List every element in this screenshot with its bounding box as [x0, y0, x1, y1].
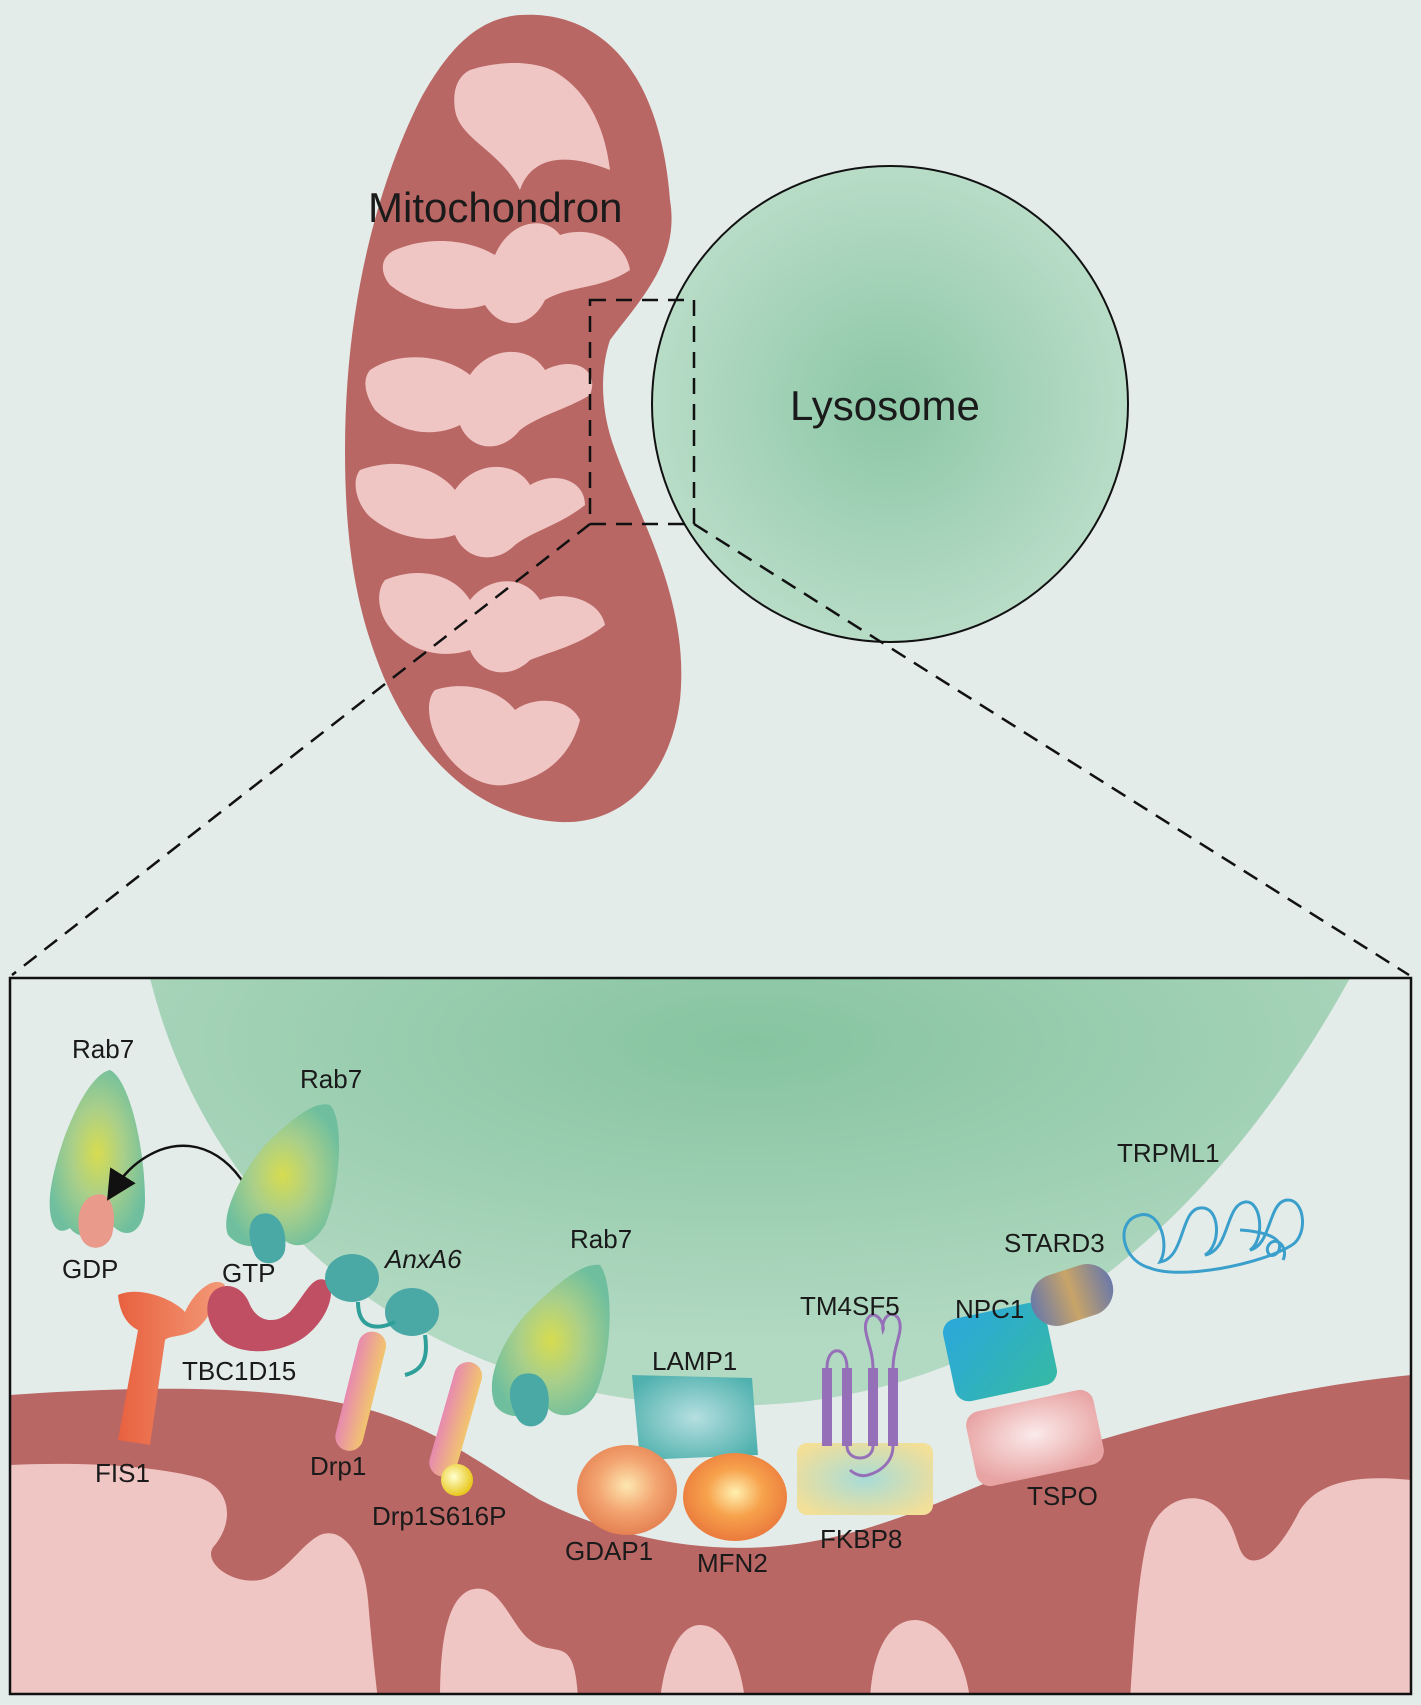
tm4sf5-protein: TM4SF5 [800, 1291, 902, 1478]
inset-border [8, 976, 1413, 1696]
npc1-shape [943, 1302, 1057, 1402]
rab7-gdp-label: Rab7 [72, 1034, 134, 1064]
gdap1-shape [577, 1445, 677, 1535]
gtp-to-gdp-arrow [107, 1144, 260, 1214]
lamp1-label: LAMP1 [652, 1346, 737, 1376]
drp1s616p-protein: Drp1S616P [372, 1361, 506, 1531]
anxa6-domain-1 [325, 1254, 379, 1302]
lysosome-circle [651, 165, 1129, 643]
gdp-ball [78, 1194, 115, 1248]
mitochondron-label: Mitochondron [368, 184, 622, 231]
rab7-gtp-label: Rab7 [300, 1064, 362, 1094]
zoom-line-right [693, 522, 1410, 977]
anxa6-label: AnxA6 [383, 1244, 462, 1274]
fis1-protein: FIS1 [95, 1281, 225, 1488]
tm4sf5-helix-4 [888, 1368, 898, 1446]
fkbp8-shape [797, 1443, 933, 1515]
gdap1-protein: GDAP1 [565, 1445, 677, 1566]
tbc1d15-label: TBC1D15 [182, 1356, 296, 1386]
tspo-shape [966, 1389, 1104, 1487]
rab7-center-gtp [509, 1373, 549, 1427]
anxa6-linker [356, 1301, 428, 1377]
tspo-label: TSPO [1027, 1481, 1098, 1511]
trpml1-helices [1122, 1198, 1305, 1274]
trpml1-tail [1239, 1228, 1287, 1261]
mfn2-label: MFN2 [697, 1548, 768, 1578]
zoom-indicator [11, 298, 1410, 977]
anxa6-domain-2 [385, 1288, 439, 1336]
mfn2-shape [683, 1453, 787, 1541]
drp1-protein: Drp1 [310, 1331, 387, 1481]
tm4sf5-helix-3 [868, 1368, 878, 1446]
gtp-label: GTP [222, 1258, 275, 1288]
stard3-protein: STARD3 [1004, 1228, 1114, 1326]
tbc1d15-protein: TBC1D15 [182, 1279, 331, 1386]
inset-cristae [10, 1463, 1411, 1694]
trpml1-protein: TRPML1 [1117, 1138, 1305, 1274]
fkbp8-label: FKBP8 [820, 1524, 902, 1554]
fkbp8-protein: FKBP8 [797, 1443, 933, 1554]
trpml1-label: TRPML1 [1117, 1138, 1220, 1168]
lysosome: Lysosome [651, 165, 1129, 643]
fis1-shape [118, 1281, 225, 1445]
stard3-label: STARD3 [1004, 1228, 1105, 1258]
lysosome-label: Lysosome [790, 382, 980, 429]
drp1-label: Drp1 [310, 1451, 366, 1481]
tbc1d15-shape [207, 1279, 331, 1352]
tm4sf5-helix-1 [822, 1368, 832, 1446]
gdp-label: GDP [62, 1254, 118, 1284]
stard3-shape [1030, 1264, 1114, 1326]
rab7-gtp-protein: Rab7 GTP [222, 1064, 362, 1288]
tm4sf5-label: TM4SF5 [800, 1291, 900, 1321]
rab7-center-label: Rab7 [570, 1224, 632, 1254]
inset-panel: Rab7 GDP Rab7 GTP FIS1 TBC1D15 AnxA6 [8, 976, 1413, 1696]
npc1-label: NPC1 [955, 1294, 1024, 1324]
drp1s616p-label: Drp1S616P [372, 1501, 506, 1531]
phospho-site [441, 1464, 473, 1496]
rab7-center-protein: Rab7 [491, 1224, 632, 1427]
lamp1-shape [632, 1375, 758, 1460]
fis1-label: FIS1 [95, 1458, 150, 1488]
zoom-line-left [11, 523, 591, 976]
tm4sf5-helix-2 [842, 1368, 852, 1446]
rab7-gtp-shape [226, 1104, 340, 1247]
zoom-box [588, 298, 696, 526]
npc1-protein: NPC1 [943, 1294, 1057, 1402]
tspo-protein: TSPO [966, 1389, 1104, 1511]
tm4sf5-loops [825, 1312, 902, 1478]
drp1-shape [335, 1331, 387, 1451]
anxa6-protein: AnxA6 [325, 1244, 462, 1377]
mfn2-protein: MFN2 [683, 1453, 787, 1578]
gtp-ball [249, 1213, 286, 1264]
mitochondrion: Mitochondron [345, 14, 682, 823]
drp1s616p-shape [429, 1361, 483, 1477]
gdap1-label: GDAP1 [565, 1536, 653, 1566]
lamp1-protein: LAMP1 [632, 1346, 758, 1460]
mitochondrion-cristae [355, 63, 630, 786]
